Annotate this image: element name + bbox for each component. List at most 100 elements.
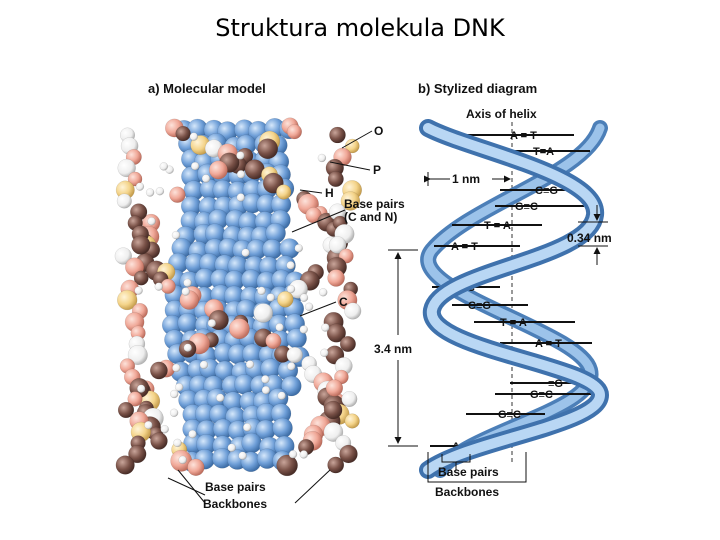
atom xyxy=(300,450,308,458)
atom xyxy=(144,421,152,429)
base-pair-label: G≡C xyxy=(530,389,553,401)
atom xyxy=(229,319,249,339)
atom xyxy=(148,217,156,225)
panel-a-heading: a) Molecular model xyxy=(148,81,266,96)
label-p: P xyxy=(373,163,381,177)
backbones-label-b: Backbones xyxy=(435,485,499,499)
atom xyxy=(276,323,284,331)
atom xyxy=(287,124,302,139)
atom xyxy=(161,425,169,433)
atom xyxy=(243,423,251,431)
atom xyxy=(258,287,266,295)
label-h: H xyxy=(325,186,334,200)
atom xyxy=(305,303,313,311)
atom xyxy=(295,244,303,252)
label-c: C xyxy=(339,295,348,309)
pitch-indicator: 3.4 nm xyxy=(374,250,418,446)
atom xyxy=(178,313,198,333)
atom xyxy=(200,361,208,369)
atom xyxy=(137,385,145,393)
atom xyxy=(239,452,247,460)
atom xyxy=(300,326,308,334)
atom xyxy=(321,324,329,332)
atom xyxy=(172,364,180,372)
atom xyxy=(345,414,360,429)
atom xyxy=(276,185,291,200)
base-pair-label: C≡G xyxy=(535,185,558,197)
atom xyxy=(136,183,144,191)
atom xyxy=(184,279,192,287)
label-base-pairs-a: Base pairs xyxy=(205,480,266,494)
atom xyxy=(258,139,278,159)
base-pairs-label-b: Base pairs xyxy=(438,465,499,479)
atom xyxy=(324,401,342,419)
atom xyxy=(236,152,244,160)
atom xyxy=(237,170,245,178)
base-pair-label: G≡C xyxy=(515,201,538,213)
atom xyxy=(237,193,245,201)
atom xyxy=(156,187,164,195)
width-indicator: 1 nm xyxy=(428,172,510,186)
atom xyxy=(150,362,167,379)
atom xyxy=(287,285,295,293)
atom xyxy=(179,456,187,464)
atom xyxy=(262,386,270,394)
atom xyxy=(328,269,345,286)
atom xyxy=(228,444,236,452)
atom xyxy=(242,433,262,453)
base-pair-label: A = T xyxy=(535,338,562,350)
base-pair-label: C≡G xyxy=(468,300,491,312)
base-pair-label: G≡C xyxy=(498,409,521,421)
atom xyxy=(117,194,132,209)
width-label: 1 nm xyxy=(452,172,480,186)
atom xyxy=(182,288,190,296)
base-pair-label: A = T xyxy=(510,130,537,142)
atom xyxy=(328,457,344,473)
atom xyxy=(326,380,343,397)
atom xyxy=(289,450,297,458)
atom xyxy=(151,433,168,450)
atom xyxy=(319,288,327,296)
label-base-pairs-cn-line1: Base pairs xyxy=(344,197,405,211)
space-filling-model xyxy=(115,118,362,476)
atom xyxy=(175,383,183,391)
atom xyxy=(261,375,269,383)
atom xyxy=(202,175,210,183)
base-pair-label: T = A xyxy=(500,317,527,329)
atom xyxy=(116,456,135,475)
atom xyxy=(320,349,328,357)
atom xyxy=(329,127,345,143)
atom xyxy=(328,171,344,187)
atom xyxy=(190,133,198,141)
atom xyxy=(216,394,224,402)
label-o: O xyxy=(374,124,383,138)
atom xyxy=(342,391,357,406)
atom xyxy=(160,162,168,170)
atom xyxy=(318,154,326,162)
atom xyxy=(246,360,254,368)
label-base-pairs-cn-line2: (C and N) xyxy=(344,210,397,224)
base-pair-label: T = A xyxy=(484,220,511,232)
atom xyxy=(300,294,308,302)
atom xyxy=(267,294,275,302)
atom xyxy=(176,126,191,141)
atom xyxy=(277,291,293,307)
atom xyxy=(254,303,273,322)
atom xyxy=(191,162,199,170)
atom xyxy=(174,439,182,447)
atom xyxy=(135,287,143,295)
atom xyxy=(287,362,295,370)
atom xyxy=(287,347,303,363)
atom xyxy=(273,418,293,438)
atom xyxy=(278,392,286,400)
pitch-label: 3.4 nm xyxy=(374,342,412,356)
atom xyxy=(170,390,178,398)
atom xyxy=(209,161,227,179)
atom xyxy=(189,430,197,438)
atom xyxy=(169,187,185,203)
axis-of-helix-label: Axis of helix xyxy=(466,107,537,121)
base-pair-label: A = T xyxy=(451,241,478,253)
atom xyxy=(170,409,178,417)
rise-label: 0.34 nm xyxy=(567,231,612,245)
atom xyxy=(184,344,192,352)
